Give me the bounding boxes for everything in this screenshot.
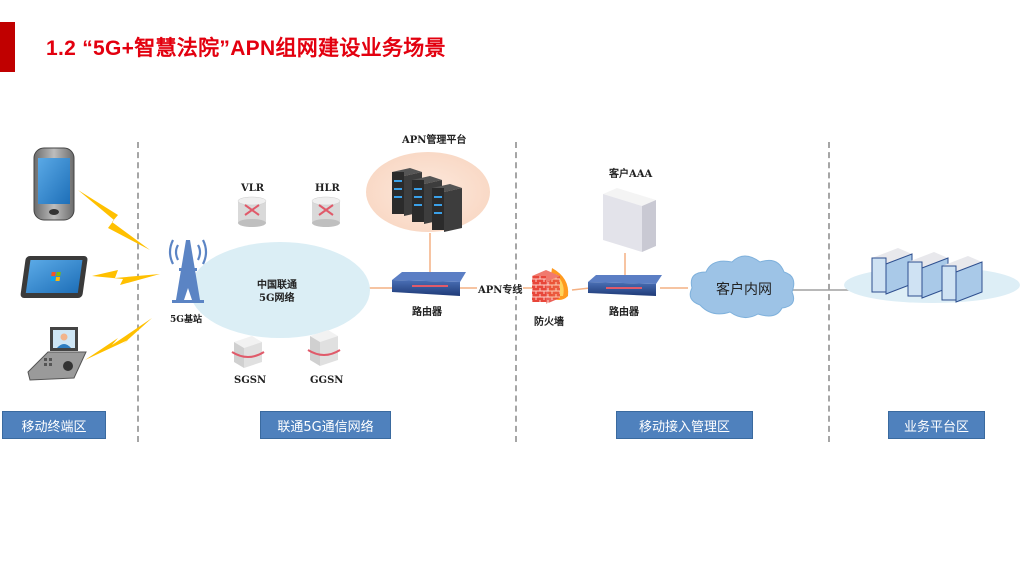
signal-bolt-icon	[78, 190, 150, 250]
vlr-label: VLR	[241, 183, 265, 194]
customer-intranet-label: 客户内网	[716, 282, 772, 298]
cloud-icon	[689, 255, 795, 318]
smartphone-icon	[33, 147, 75, 221]
base-station-label: 5G基站	[170, 315, 202, 325]
zone-label-mobile-terminal: 移动终端区	[2, 411, 106, 439]
video-terminal-icon	[27, 327, 87, 381]
router-icon	[588, 275, 662, 296]
page-title: 1.2 “5G+智慧法院”APN组网建设业务场景	[46, 37, 446, 60]
signal-bolt-icon	[92, 270, 160, 285]
customer-aaa-label: 客户AAA	[609, 169, 653, 180]
signal-bolt-icon	[85, 318, 152, 360]
sgsn-label: SGSN	[234, 375, 267, 386]
title-accent-bar	[0, 22, 15, 72]
hlr-label: HLR	[315, 183, 340, 194]
link-firewall-router2	[571, 287, 591, 291]
core-network-label-2: 5G网络	[259, 293, 295, 304]
firewall-label: 防火墙	[534, 317, 564, 328]
ggsn-label: GGSN	[310, 375, 344, 386]
sgsn-switch-icon	[231, 336, 265, 368]
apn-line-label: APN专线	[477, 281, 524, 296]
hlr-database-icon	[311, 196, 341, 227]
core-network-label-1: 中国联通	[257, 280, 297, 291]
zone-label-business-platform: 业务平台区	[888, 411, 985, 439]
vlr-database-icon	[237, 196, 267, 227]
firewall-icon	[532, 268, 569, 304]
zone-divider	[137, 142, 139, 442]
zone-label-mobile-access: 移动接入管理区	[616, 411, 753, 439]
router-icon	[392, 272, 466, 296]
building-icon	[871, 248, 983, 303]
zone-label-unicom-network: 联通5G通信网络	[260, 411, 391, 439]
server-rack-icon	[392, 168, 462, 232]
apn-platform-label: APN管理平台	[402, 135, 467, 146]
customer-aaa-server-icon	[603, 188, 656, 252]
router2-label: 路由器	[609, 307, 639, 318]
router1-label: 路由器	[412, 307, 442, 318]
core-network-ellipse	[190, 242, 370, 338]
cell-tower-icon	[168, 239, 208, 303]
zone-divider	[828, 142, 830, 442]
tablet-icon	[20, 256, 88, 298]
ggsn-switch-icon	[307, 330, 341, 366]
signal-bolts	[78, 190, 160, 360]
